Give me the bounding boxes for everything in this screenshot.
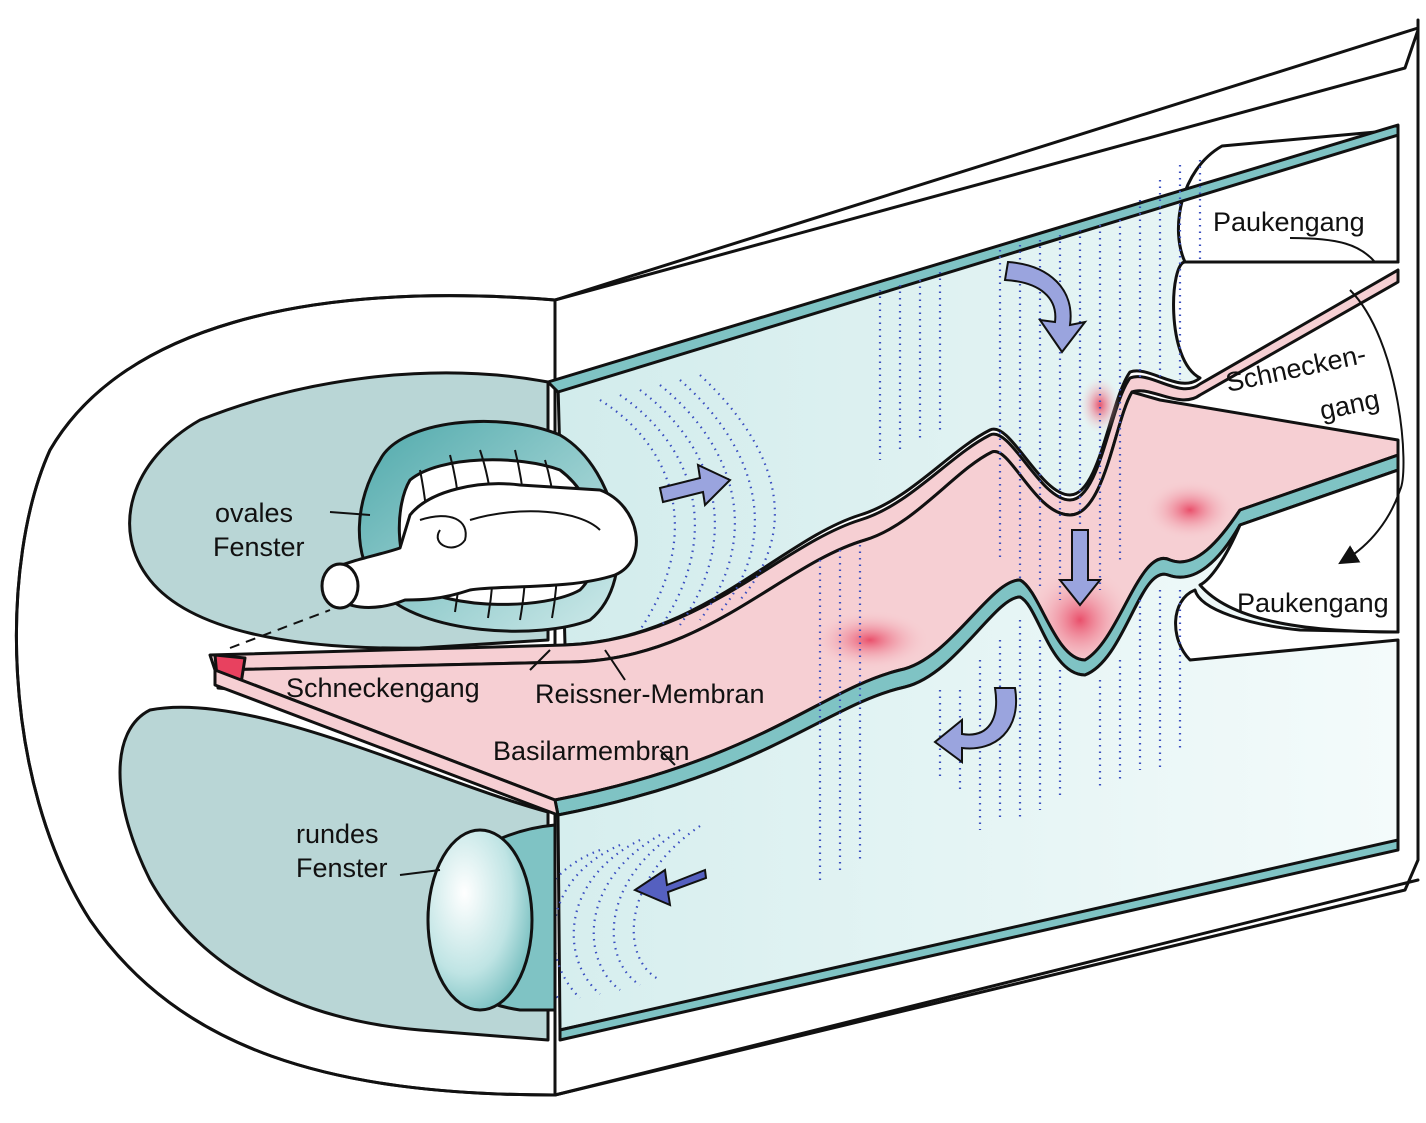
label-ovales-fenster-2: Fenster [213,532,305,562]
label-ovales-fenster-1: ovales [215,498,293,528]
leader-lines [329,237,1405,876]
label-rundes-fenster-2: Fenster [296,853,388,883]
arrow-left-icon [632,868,708,907]
label-paukengang-top: Paukengang [1213,207,1365,237]
label-rundes-fenster-1: rundes [296,819,379,849]
arrow-right-icon [658,463,732,508]
label-schneckengang-left: Schneckengang [286,673,480,703]
arrow-down-icon [1057,529,1103,607]
pressure-wave-dots [532,160,1202,1001]
arrow-curved-down-icon [1003,260,1088,354]
round-window [426,823,557,1012]
label-basilarmembran: Basilarmembran [493,736,690,766]
arrow-curved-left-icon [933,687,1018,764]
flow-arrows [632,260,1103,907]
label-reissner-membran: Reissner-Membran [535,679,765,709]
label-paukengang-bottom: Paukengang [1237,588,1389,618]
stapes [320,482,638,610]
